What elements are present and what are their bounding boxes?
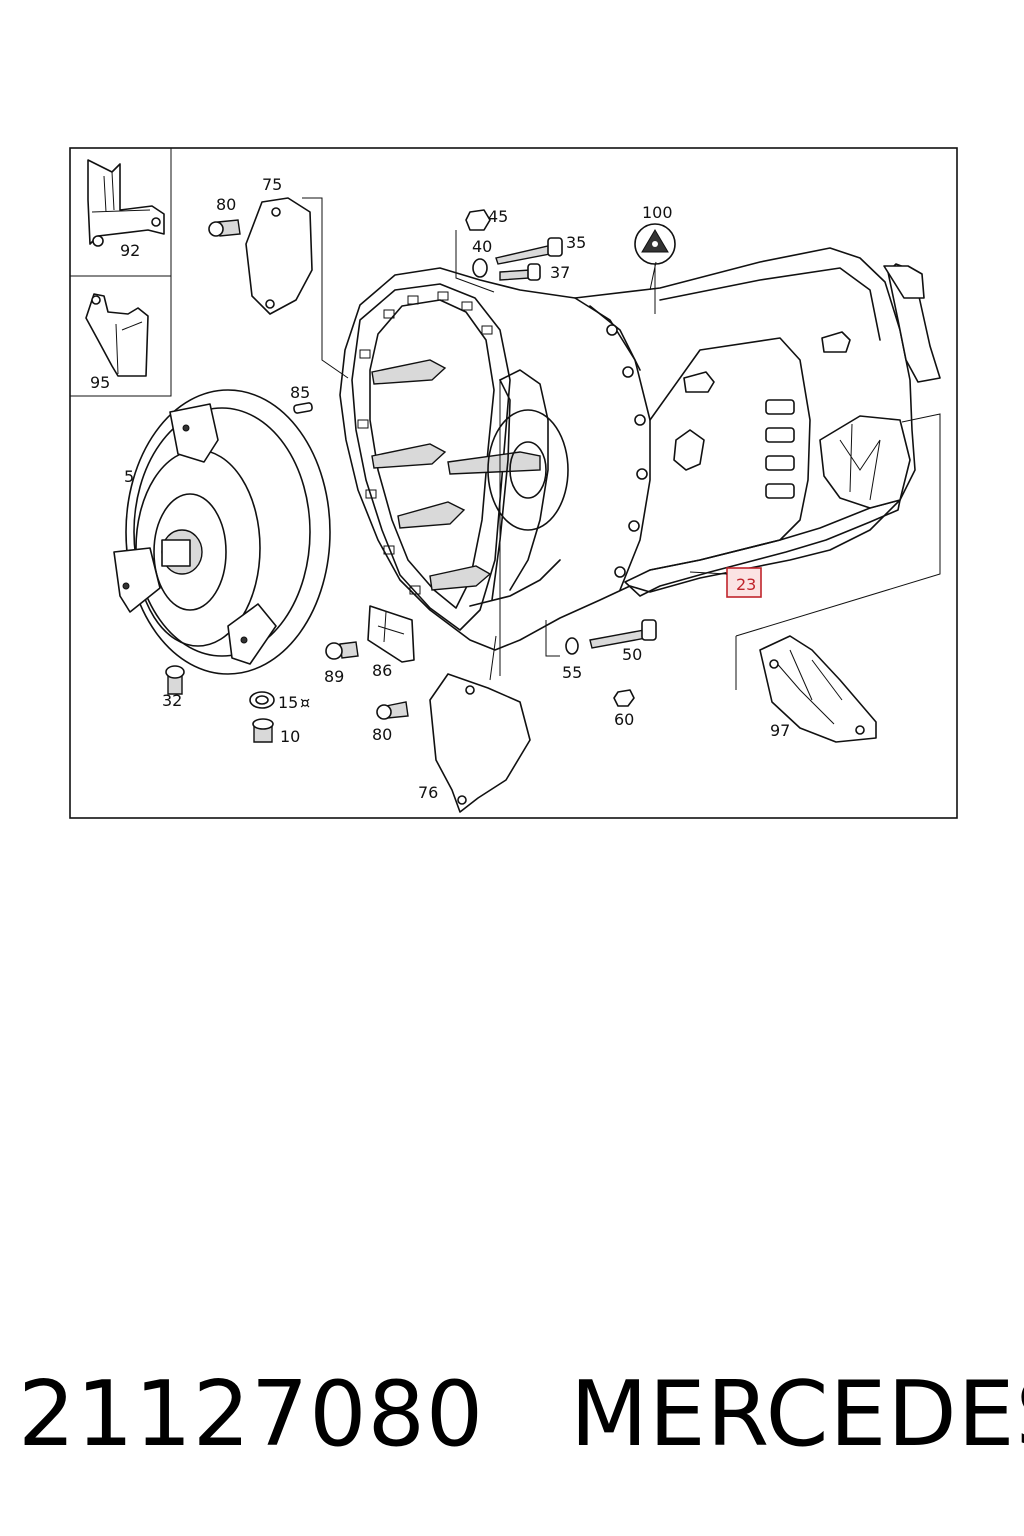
callout-95: 95 (90, 373, 110, 392)
bracket-97-drawing (735, 413, 941, 743)
bolt-37-drawing (499, 263, 541, 281)
callout-89: 89 (324, 667, 344, 686)
callout-80-top: 80 (216, 195, 236, 214)
callout-15-mark: ¤ (300, 693, 310, 712)
callout-92: 92 (120, 241, 140, 260)
bolt-50-drawing (589, 619, 657, 649)
callout-15: 15 (278, 693, 298, 712)
washer-55-drawing (565, 637, 579, 655)
cover-plate-76-drawing (429, 635, 531, 813)
transmission-housing-drawing (339, 247, 941, 651)
callout-100: 100 (642, 203, 673, 222)
callout-86: 86 (372, 661, 392, 680)
callout-60: 60 (614, 710, 634, 729)
leader-23 (689, 571, 728, 575)
bolt-35-drawing (495, 237, 563, 265)
callout-75: 75 (262, 175, 282, 194)
dowel-85-drawing (293, 402, 313, 414)
bolt-89-drawing (325, 641, 359, 660)
highlight-box-23 (726, 567, 762, 598)
callout-76: 76 (418, 783, 438, 802)
callout-32: 32 (162, 691, 182, 710)
part-number: 21127080 (18, 1362, 485, 1467)
washer-40-drawing (472, 258, 488, 278)
callout-50: 50 (622, 645, 642, 664)
bolt-80-bottom-drawing (376, 701, 409, 720)
leader-lines (455, 230, 657, 676)
callout-5: 5 (124, 467, 134, 486)
plate-86-drawing (367, 605, 415, 663)
callout-97: 97 (770, 721, 790, 740)
bracket-92-drawing (87, 159, 165, 247)
callout-40: 40 (472, 237, 492, 256)
cover-plate-75-drawing (245, 197, 349, 379)
shield-95-drawing (85, 293, 149, 377)
brand-name: MERCEDES (570, 1362, 1024, 1467)
torque-converter-drawing (113, 389, 331, 675)
label-plate-100-drawing (634, 223, 676, 314)
footer-caption: 21127080 MERCEDES (18, 1360, 1024, 1470)
bolt-32-drawing (165, 665, 185, 695)
callout-35: 35 (566, 233, 586, 252)
nut-45-drawing (465, 209, 491, 231)
callout-37: 37 (550, 263, 570, 282)
callout-23: 23 (736, 575, 756, 594)
callout-10: 10 (280, 727, 300, 746)
callout-45: 45 (488, 207, 508, 226)
seal-15-drawing (249, 691, 275, 709)
inset-divider (69, 148, 172, 397)
plug-10-drawing (252, 718, 274, 743)
nut-60-drawing (613, 689, 635, 707)
callout-80-bottom: 80 (372, 725, 392, 744)
callout-85: 85 (290, 383, 310, 402)
callout-55: 55 (562, 663, 582, 682)
bolt-80-top-drawing (208, 219, 241, 237)
